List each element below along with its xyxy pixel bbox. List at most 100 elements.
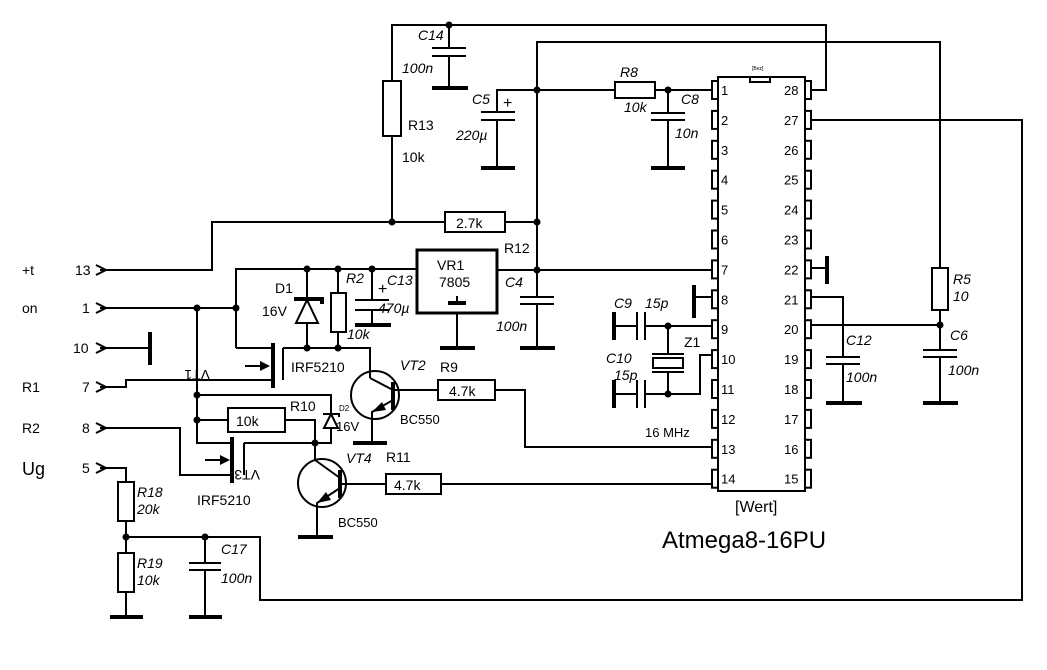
connector-label: R2: [22, 420, 40, 436]
wire-gate-network: [196, 308, 232, 444]
resistor-r9: 4.7k R9: [393, 359, 711, 448]
capacitor-c17: C17 100n: [189, 533, 252, 619]
chip-pin-right: [804, 109, 812, 130]
value-label: 10: [953, 288, 969, 304]
chip-pin-number: 22: [784, 262, 798, 277]
connector-pin: 5: [82, 460, 90, 476]
chip-pin-left: [711, 229, 719, 250]
value-label: 10k: [236, 413, 260, 429]
value-label: 100n: [948, 362, 979, 378]
chip-pin-right: [804, 80, 812, 100]
connector-on: on 1: [22, 300, 236, 316]
chip-pin-number: 28: [784, 83, 798, 98]
chip-pin-left: [711, 379, 719, 399]
chip-pin-number: 8: [721, 292, 728, 307]
ref-label: R12: [504, 240, 530, 256]
ic-atmega8: [Bez] [Wert] Atmega8-16PU 12345678910111…: [662, 66, 826, 554]
value-label: 7805: [439, 274, 470, 290]
chip-pin-number: 12: [721, 412, 735, 427]
chip-pin-left: [711, 408, 719, 429]
zener-d1: D1 16V: [262, 269, 324, 348]
ref-label: C17: [221, 541, 248, 557]
value-label: 2.7k: [456, 215, 483, 231]
chip-pin-number: 13: [721, 442, 735, 457]
chip-pin-right: [804, 199, 812, 220]
chip-pin-number: 1: [721, 83, 728, 98]
capacitor-c10: C10 15p: [606, 350, 711, 408]
chip-pin-number: 5: [721, 203, 728, 218]
resistor-r18: R18 20k: [117, 481, 163, 553]
value-label: 10k: [624, 99, 648, 115]
chip-pin-right: [804, 259, 812, 280]
chip-pin-right: [804, 349, 812, 370]
ref-label: R5: [953, 271, 971, 287]
connector-label: Ug: [22, 459, 45, 479]
chip-pin-number: 26: [784, 143, 798, 158]
ref-label: C6: [950, 327, 968, 343]
value-label: 100n: [402, 60, 433, 76]
chip-notch: [749, 76, 771, 83]
ref-label: R13: [408, 117, 434, 133]
chip-pin-number: 25: [784, 173, 798, 188]
ref-label: C5: [472, 91, 490, 107]
chip-pin-left: [711, 109, 719, 130]
connector-label: on: [22, 300, 38, 316]
connector-r1: R1 7: [22, 379, 273, 395]
chip-pin-number: 17: [784, 412, 798, 427]
chip-wert-label: [Wert]: [735, 499, 777, 516]
chip-pin-number: 7: [721, 262, 728, 277]
chip-pin-left: [711, 349, 719, 370]
chip-pin-left: [711, 80, 719, 100]
value-label: 10n: [675, 125, 699, 141]
ref-label: C12: [846, 332, 872, 348]
chip-name: Atmega8-16PU: [662, 527, 826, 554]
ref-label: VT3: [234, 467, 260, 483]
connector-label: R1: [22, 379, 40, 395]
chip-pin-left: [711, 139, 719, 160]
value-label: 470µ: [378, 300, 409, 316]
capacitor-c4: C4 100n: [496, 266, 555, 350]
capacitor-c5: + C5 220µ: [455, 89, 537, 170]
ref-label: R10: [290, 398, 316, 414]
chip-bez-label: [Bez]: [752, 66, 764, 72]
ref-label: D1: [275, 280, 293, 296]
value-label: 15p: [645, 295, 669, 311]
chip-pin-left: [711, 169, 719, 190]
value-label: 15p: [614, 367, 638, 383]
value-label: 100n: [221, 570, 252, 586]
resistor-r8: R8 10k: [537, 64, 711, 115]
chip-pin-number: 20: [784, 322, 798, 337]
value-label: 220µ: [455, 127, 487, 143]
ref-label: R8: [620, 64, 638, 80]
wire-second-rail: [536, 41, 941, 270]
capacitor-c12: C12 100n: [811, 296, 877, 405]
chip-pin-number: 3: [721, 143, 728, 158]
ref-label: C13: [387, 272, 413, 288]
chip-pin-right: [804, 139, 812, 160]
chip-pin-number: 14: [721, 472, 735, 487]
chip-pin-number: 6: [721, 233, 728, 248]
value-label: 10k: [402, 149, 426, 165]
chip-pin-right: [804, 438, 812, 459]
connector-r2: R2 8: [22, 420, 232, 476]
chip-pin-number: 9: [721, 322, 728, 337]
chip-pin-number: 27: [784, 113, 798, 128]
chip-pin-number: 23: [784, 233, 798, 248]
connector-plus-t: +t 13: [22, 221, 445, 278]
capacitor-c13: + C13 470µ: [355, 269, 413, 327]
chip-pin-left: [711, 259, 719, 280]
chip-pin-left: [711, 438, 719, 459]
connector-pin: 8: [82, 420, 90, 436]
connector-ug: Ug 5: [22, 459, 127, 482]
chip-pin-number: 24: [784, 203, 798, 218]
chip-pin-right: [804, 289, 812, 310]
crystal-z1: Z1 16 MHz: [645, 326, 701, 440]
chip-pin-left: [711, 468, 719, 489]
transistor-vt2: VT2 BC550: [350, 357, 440, 445]
connector-pin: 7: [82, 379, 90, 395]
chip-pin-right: [804, 408, 812, 429]
capacitor-c9: C9 15p: [612, 295, 711, 340]
chip-pin-number: 11: [721, 382, 735, 397]
resistor-r13: R13 10k: [382, 80, 434, 226]
